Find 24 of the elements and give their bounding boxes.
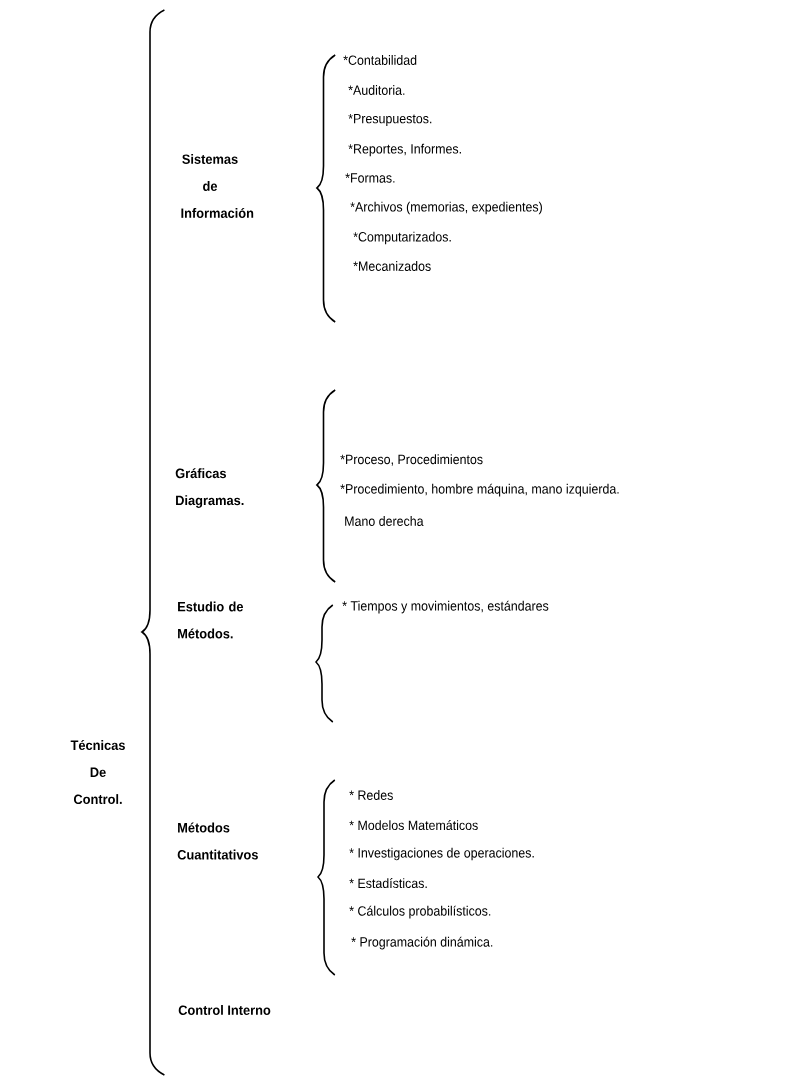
item-text: *Presupuestos. [348, 113, 432, 127]
item-text: * Investigaciones de operaciones. [349, 847, 534, 861]
item-text: Mano derecha [345, 516, 424, 526]
item-text: *Mecanizados [353, 261, 431, 271]
category-label: Métodos Cuantitativos [177, 822, 258, 860]
item-text: *Procedimiento, hombre máquina, mano izquierda. [340, 483, 619, 497]
item-text: * Tiempos y movimientos, estándares [342, 600, 549, 614]
item-text: *Proceso, Procedimientos [340, 454, 483, 466]
item-text: * Modelos Matemáticos [349, 819, 478, 831]
item-text: * Redes [349, 790, 393, 800]
category-label: Sistemas de Información [181, 154, 254, 218]
item-text: *Contabilidad [343, 55, 417, 65]
root-label: Técnicas De Control. [70, 740, 125, 804]
item-text: * Programación dinámica. [351, 936, 493, 950]
category-label: Estudio de Métodos. [178, 601, 243, 639]
item-text: *Archivos (memorias, expedientes) [350, 201, 542, 215]
category-label: Control Interno [178, 1005, 271, 1015]
item-text: *Reportes, Informes. [348, 143, 461, 157]
item-text: * Cálculos probabilísticos. [349, 905, 491, 919]
category-label: Gráficas Diagramas. [175, 468, 244, 508]
item-text: *Formas. [345, 173, 395, 183]
item-text: *Computarizados. [353, 231, 451, 245]
item-text: * Estadísticas. [349, 877, 427, 889]
item-text: *Auditoria. [348, 85, 405, 95]
